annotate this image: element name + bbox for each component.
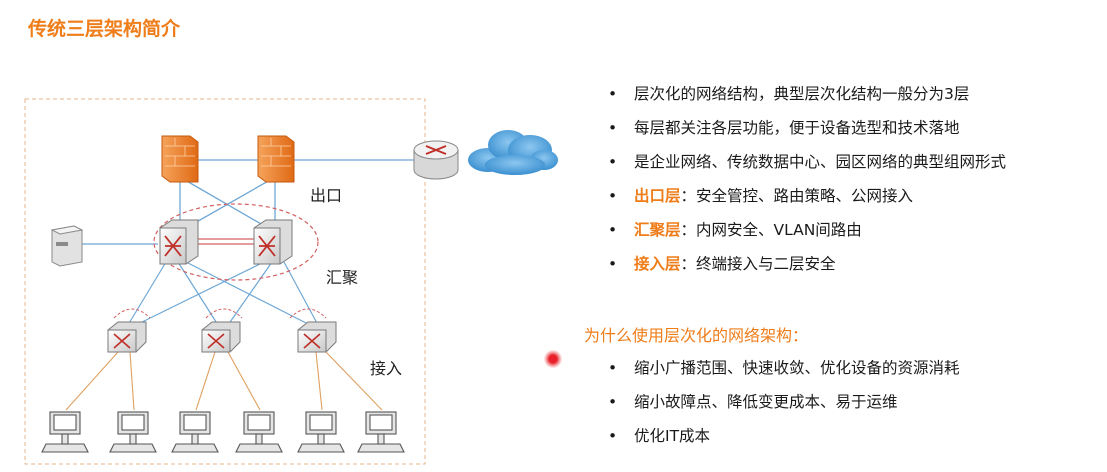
feature-item: • 层次化的网络结构，典型层次化结构一般分为3层	[608, 84, 1006, 118]
bullet-icon: •	[608, 221, 618, 239]
feature-text: ：终端接入与二层安全	[680, 255, 836, 273]
feature-item: • 接入层：终端接入与二层安全	[608, 254, 1006, 288]
why-list: • 缩小广播范围、快速收敛、优化设备的资源消耗 • 缩小故障点、降低变更成本、易于运维…	[608, 358, 960, 460]
why-item: • 缩小广播范围、快速收敛、优化设备的资源消耗	[608, 358, 960, 392]
why-text: 优化IT成本	[634, 427, 711, 445]
pc-icon	[357, 411, 405, 453]
pc-icon	[297, 411, 345, 453]
bullet-icon: •	[608, 153, 618, 171]
access-switch-icon	[107, 321, 147, 353]
server-icon	[50, 225, 84, 267]
feature-item: • 出口层：安全管控、路由策略、公网接入	[608, 186, 1006, 220]
router-icon	[413, 140, 459, 180]
bullet-icon: •	[608, 85, 618, 103]
access-pc-links	[65, 351, 383, 411]
page-title: 传统三层架构简介	[28, 18, 181, 40]
feature-text: ：安全管控、路由策略、公网接入	[680, 187, 914, 205]
pc-icon	[235, 411, 283, 453]
access-label: 接入	[370, 359, 403, 378]
access-arc	[289, 308, 327, 319]
why-text: 缩小故障点、降低变更成本、易于运维	[634, 393, 898, 411]
aggregation-label: 汇聚	[326, 268, 359, 287]
access-switch-icon	[297, 321, 337, 353]
why-item: • 优化IT成本	[608, 426, 960, 460]
core-switch-icon	[159, 219, 199, 265]
feature-item: • 汇聚层：内网安全、VLAN间路由	[608, 220, 1006, 254]
why-item: • 缩小故障点、降低变更成本、易于运维	[608, 392, 960, 426]
feature-text: ：内网安全、VLAN间路由	[680, 221, 862, 239]
feature-item: • 是企业网络、传统数据中心、园区网络的典型组网形式	[608, 152, 1006, 186]
firewall-icon	[257, 135, 295, 183]
why-title: 为什么使用层次化的网络架构：	[584, 326, 809, 345]
core-switch-icon	[253, 219, 293, 265]
pc-icon	[109, 411, 157, 453]
feature-item: • 每层都关注各层功能，便于设备选型和技术落地	[608, 118, 1006, 152]
feature-text: 每层都关注各层功能，便于设备选型和技术落地	[634, 119, 960, 137]
core-interlink	[198, 238, 256, 245]
bullet-icon: •	[608, 393, 618, 411]
cloud-icon	[468, 130, 558, 175]
access-switch-icon	[201, 321, 241, 353]
agg-access-links	[127, 261, 319, 326]
layer-name: 汇聚层	[634, 221, 681, 239]
layer-name: 出口层	[634, 187, 681, 205]
pc-icon	[41, 411, 89, 453]
feature-text: 是企业网络、传统数据中心、园区网络的典型组网形式	[634, 153, 1007, 171]
access-arc	[113, 308, 151, 319]
exit-links	[82, 159, 418, 245]
feature-list: • 层次化的网络结构，典型层次化结构一般分为3层 • 每层都关注各层功能，便于设备选型…	[608, 84, 1006, 288]
bullet-icon: •	[608, 255, 618, 273]
access-arc	[205, 308, 243, 319]
why-text: 缩小广播范围、快速收敛、优化设备的资源消耗	[634, 359, 960, 377]
laser-pointer-icon	[544, 350, 562, 368]
layer-name: 接入层	[634, 255, 681, 273]
feature-text: 层次化的网络结构，典型层次化结构一般分为3层	[634, 85, 970, 103]
pc-icon	[171, 411, 219, 453]
bullet-icon: •	[608, 427, 618, 445]
aggregation-ellipse	[153, 203, 319, 281]
diagram-frame	[24, 98, 426, 465]
bullet-icon: •	[608, 187, 618, 205]
bullet-icon: •	[608, 119, 618, 137]
bullet-icon: •	[608, 359, 618, 377]
firewall-icon	[161, 135, 199, 183]
exit-label: 出口	[310, 186, 343, 205]
